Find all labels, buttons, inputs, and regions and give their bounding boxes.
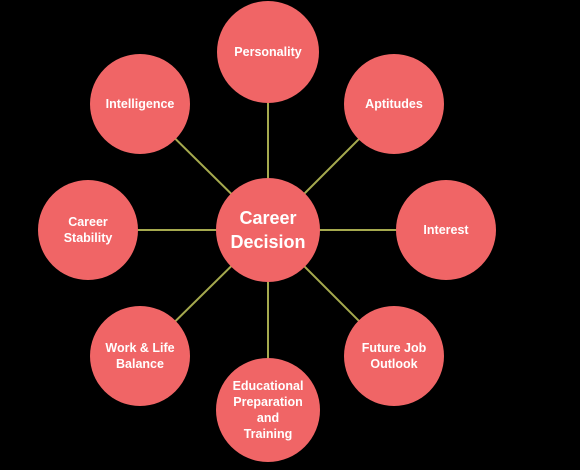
node-work-life-balance: Work & Life Balance (90, 306, 190, 406)
node-career-stability: Career Stability (38, 180, 138, 280)
node-aptitudes: Aptitudes (344, 54, 444, 154)
node-personality: Personality (217, 1, 319, 103)
center-node-career-decision: Career Decision (216, 178, 320, 282)
node-educational-preparation: Educational Preparation and Training (216, 358, 320, 462)
node-interest: Interest (396, 180, 496, 280)
node-future-job-outlook: Future Job Outlook (344, 306, 444, 406)
node-intelligence: Intelligence (90, 54, 190, 154)
